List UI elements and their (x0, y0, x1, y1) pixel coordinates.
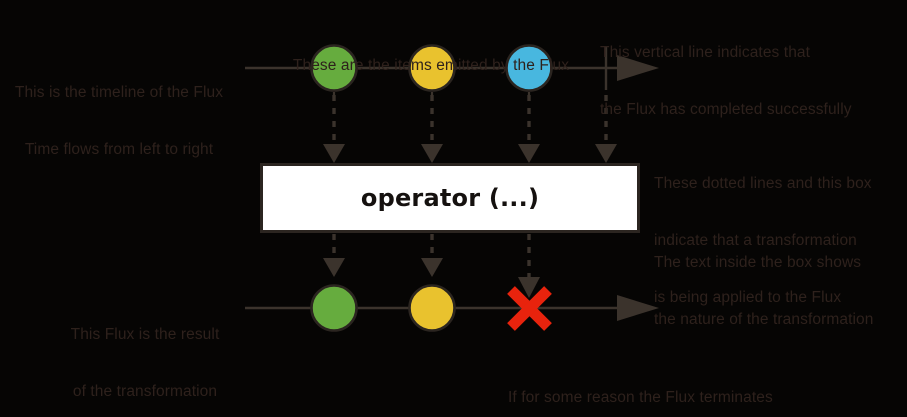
box-text-annotation-line-1: The text inside the box shows (654, 254, 862, 271)
dotted-arrow-out-error (518, 234, 540, 298)
timeline-annotation: This is the timeline of the Flux Time fl… (8, 45, 230, 197)
dotted-arrow-blue (518, 95, 540, 163)
result-annotation-line-2: of the transformation (72, 383, 218, 400)
completion-annotation-line-1: This vertical line indicates that (600, 44, 811, 61)
transform-arrows-out (323, 234, 540, 298)
transformation-annotation: These dotted lines and this box indicate… (654, 136, 904, 345)
dotted-arrow-out-yellow (421, 234, 443, 277)
dotted-arrow-yellow (421, 95, 443, 163)
marble-blue[interactable] (505, 44, 553, 92)
completion-annotation-line-2: the Flux has completed successfully (600, 101, 852, 118)
timeline-annotation-line-2: Time flows from left to right (24, 141, 214, 158)
marble-yellow[interactable] (408, 44, 456, 92)
result-flux-timeline (245, 284, 659, 332)
transformation-annotation-line-3: is being applied to the Flux (654, 289, 842, 306)
dotted-arrow-out-green (323, 234, 345, 277)
transformation-annotation-line-1: These dotted lines and this box (654, 175, 872, 192)
dotted-arrow-completion (595, 95, 617, 163)
error-x-mark (507, 286, 552, 331)
timeline-annotation-line-1: This is the timeline of the Flux (14, 84, 224, 101)
box-text-annotation-line-2: the nature of the transformation (654, 311, 874, 328)
completion-annotation: This vertical line indicates that the Fl… (600, 5, 900, 157)
transform-arrows-down (323, 95, 617, 163)
marble-yellow[interactable] (408, 284, 456, 332)
result-annotation-line-1: This Flux is the result (70, 326, 220, 343)
transformation-annotation-line-2: indicate that a transformation (654, 232, 857, 249)
result-timeline-arrowhead (617, 295, 659, 321)
marble-green[interactable] (310, 44, 358, 92)
operator-box-label: operator (...) (360, 184, 540, 212)
error-annotation-line-1: If for some reason the Flux terminates (508, 389, 773, 406)
result-annotation: This Flux is the result of the transform… (55, 287, 235, 417)
marble-green[interactable] (310, 284, 358, 332)
operator-box[interactable]: operator (...) (260, 163, 640, 233)
box-text-annotation: The text inside the box shows the nature… (654, 215, 904, 367)
items-annotation: These are the items emitted by the Flux (283, 18, 579, 113)
source-timeline-arrowhead (617, 55, 659, 81)
source-flux-timeline (245, 44, 659, 99)
items-annotation-line-1: These are the items emitted by the Flux (292, 57, 570, 74)
dotted-arrow-green (323, 95, 345, 163)
error-annotation: If for some reason the Flux terminates a… (508, 350, 808, 417)
